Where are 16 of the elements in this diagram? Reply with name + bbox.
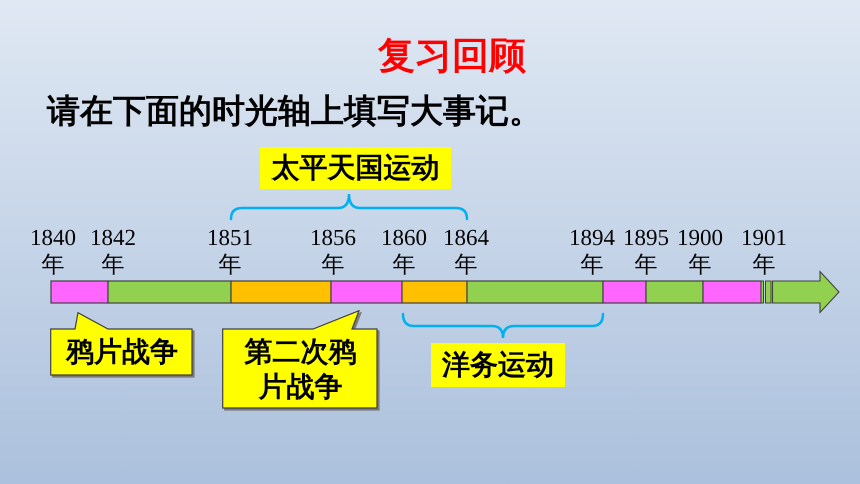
instruction-text: 请在下面的时光轴上填写大事记。 [47,91,542,131]
event-box: 太平天国运动 [260,147,451,189]
year-label: 1856年 [310,224,356,278]
year-label: 1895年 [623,224,669,278]
year-label: 1864年 [443,224,489,278]
year-label: 1894年 [569,224,615,278]
event-box: 洋务运动 [431,343,565,387]
speech-bubble: 鸦片战争 [50,312,194,377]
speech-bubble: 第二次鸦片战争 [222,310,379,410]
year-label: 1842年 [90,224,136,278]
heading: 复习回顾 [376,34,527,78]
year-label: 1851年 [207,224,253,278]
year-label: 1860年 [381,224,427,278]
year-label: 1840年 [30,224,76,278]
year-label: 1900年 [677,224,723,278]
year-label: 1901年 [741,224,787,278]
